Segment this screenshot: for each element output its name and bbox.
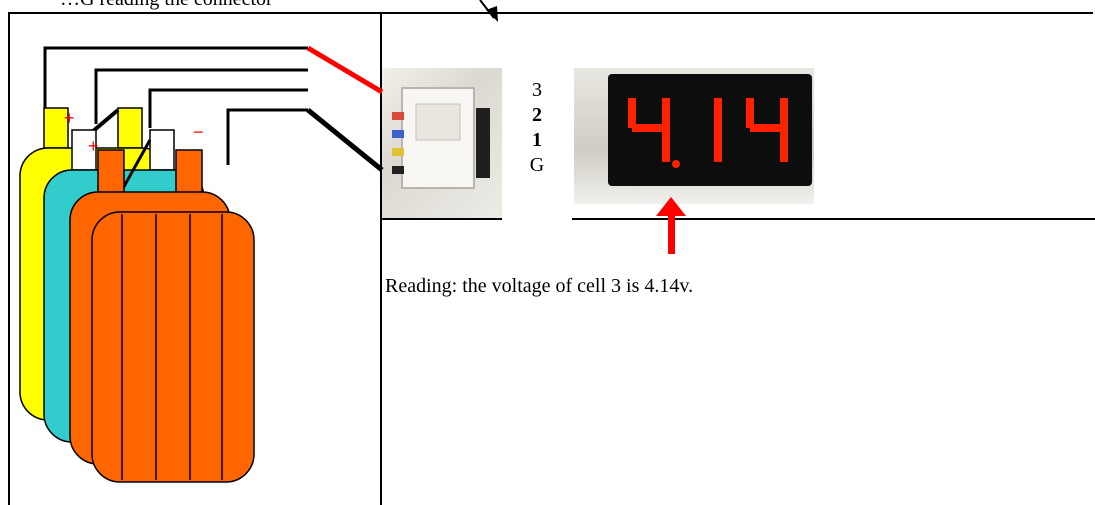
- red-pointer-arrow: [656, 197, 686, 254]
- decimal-point: [672, 160, 680, 168]
- wire-cell3-black: [43, 46, 308, 112]
- digit-4-first: [628, 98, 670, 162]
- minus-mark: −: [193, 122, 204, 142]
- plus-mark-2: +: [88, 136, 99, 156]
- wire-cell1-black: [148, 88, 308, 128]
- table-divider-horizontal: [380, 218, 1095, 220]
- cell-link-black: [90, 108, 120, 134]
- digit-4-second: [746, 98, 788, 162]
- cell-link-black-2: [120, 139, 152, 191]
- pin-label-3: 3: [532, 79, 542, 101]
- digit-1: [714, 98, 722, 162]
- pin-label-column: 3 2 1 G: [502, 68, 572, 220]
- pin-label-ground: G: [529, 154, 545, 176]
- voltmeter-display-photo: [574, 68, 814, 204]
- balance-wires: [43, 46, 308, 165]
- cell-front-orange-striped: [91, 211, 255, 483]
- top-caption-fragment: …G reading the connector: [60, 0, 273, 11]
- seven-segment-digits: [628, 98, 788, 168]
- table-divider-vertical: [380, 12, 382, 505]
- pin-label-2: 2: [532, 104, 542, 126]
- diagram-table-frame: [8, 12, 1093, 505]
- wire-black-lead: [306, 108, 384, 172]
- plus-mark-1: +: [64, 108, 75, 128]
- wire-cell2-black: [94, 68, 308, 124]
- wire-red-lead: [306, 45, 384, 95]
- top-pointer-arrow: [479, 0, 498, 22]
- pin-label-1: 1: [532, 129, 542, 151]
- wire-ground-black: [226, 108, 308, 165]
- display-panel: [608, 74, 812, 186]
- reading-caption: Reading: the voltage of cell 3 is 4.14v.: [385, 275, 694, 297]
- connector-photo: [382, 68, 502, 218]
